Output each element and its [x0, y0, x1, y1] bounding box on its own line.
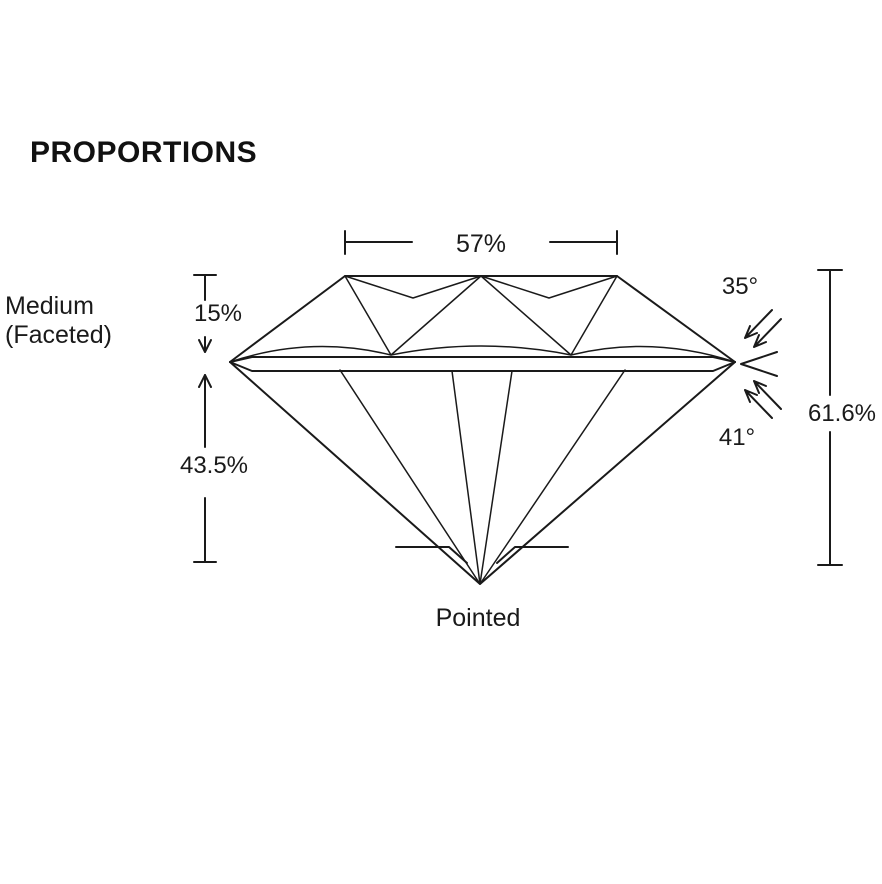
pavilion-facet-lines — [339, 369, 626, 585]
culet-marks — [395, 546, 569, 564]
total-depth-dimension: 61.6% — [808, 269, 876, 566]
culet-label: Pointed — [436, 604, 521, 632]
diamond-outline — [229, 275, 736, 585]
crown-height-dimension: 15% — [193, 274, 242, 353]
pavilion-depth-dimension: 43.5% — [180, 374, 248, 563]
girdle-pointer-chevron — [740, 351, 778, 377]
girdle-label-line2: (Faceted) — [5, 321, 112, 349]
crown-angle-indicator: 35° — [722, 273, 782, 348]
page-title: PROPORTIONS — [30, 136, 257, 169]
pavilion-depth-label: 43.5% — [180, 452, 248, 479]
total-depth-label: 61.6% — [808, 400, 876, 427]
pavilion-angle-label: 41° — [719, 424, 755, 451]
crown-angle-label: 35° — [722, 273, 758, 300]
crown-facet-lines — [229, 275, 736, 363]
table-width-label: 57% — [456, 230, 506, 258]
girdle-label-line1: Medium — [5, 292, 94, 320]
table-width-dimension: 57% — [344, 230, 618, 258]
crown-height-label: 15% — [194, 300, 242, 327]
girdle-label: Medium (Faceted) — [5, 292, 112, 349]
pavilion-angle-indicator: 41° — [719, 380, 782, 451]
